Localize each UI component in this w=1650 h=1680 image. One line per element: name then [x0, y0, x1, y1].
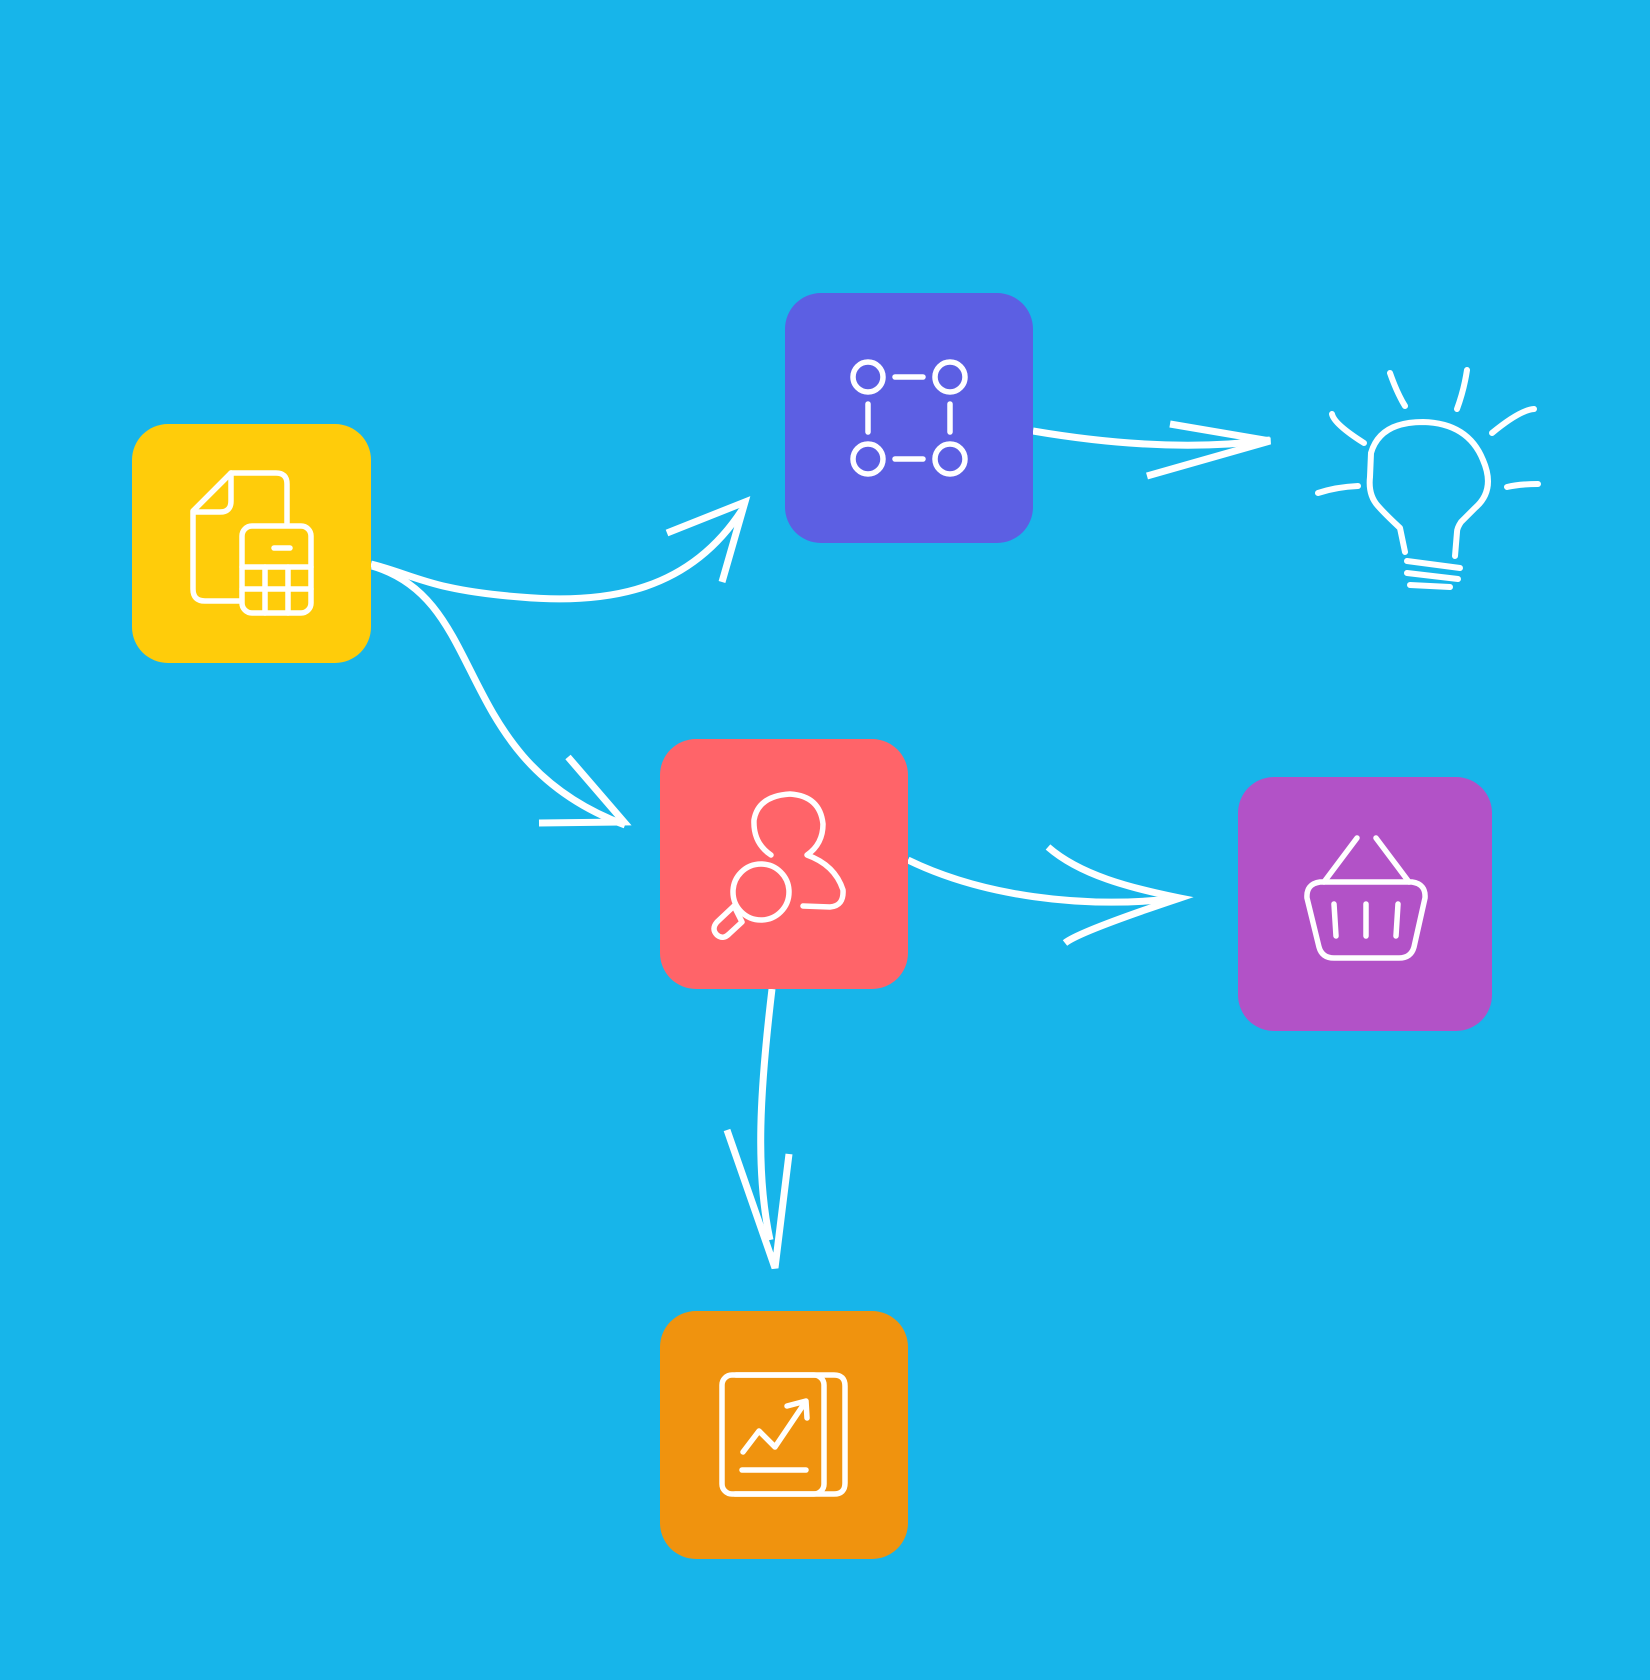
user-search-icon — [711, 791, 846, 940]
shopping-basket-icon — [1304, 835, 1428, 961]
node-shopping[interactable] — [1238, 777, 1492, 1031]
arrowhead — [1045, 844, 1194, 946]
edge-customer-research-to-shopping — [906, 844, 1194, 946]
node-finance[interactable] — [132, 424, 371, 663]
edge-network-to-idea — [1032, 420, 1271, 480]
edge-customer-research-to-growth-report — [723, 988, 793, 1270]
growth-report-icon — [719, 1372, 848, 1497]
node-customer-research[interactable] — [660, 739, 908, 989]
edge-finance-to-customer-research — [371, 562, 632, 829]
tile-customer-research — [660, 739, 908, 989]
tile-finance — [132, 424, 371, 663]
edge-line — [757, 988, 776, 1241]
network-nodes-icon — [850, 359, 968, 477]
node-network[interactable] — [785, 293, 1033, 543]
arrowhead — [538, 754, 632, 827]
node-growth-report[interactable] — [660, 1311, 908, 1559]
edge-line — [906, 856, 1181, 906]
edge-line — [370, 508, 745, 603]
arrowhead — [1146, 420, 1271, 480]
arrowhead — [723, 1128, 793, 1270]
lightbulb-icon — [1315, 367, 1541, 590]
edge-line — [371, 562, 627, 829]
edge-finance-to-network — [370, 496, 751, 603]
arrowhead — [665, 496, 751, 583]
document-calculator-icon — [190, 470, 314, 616]
edge-line — [1032, 427, 1271, 449]
tile-network — [785, 293, 1033, 543]
